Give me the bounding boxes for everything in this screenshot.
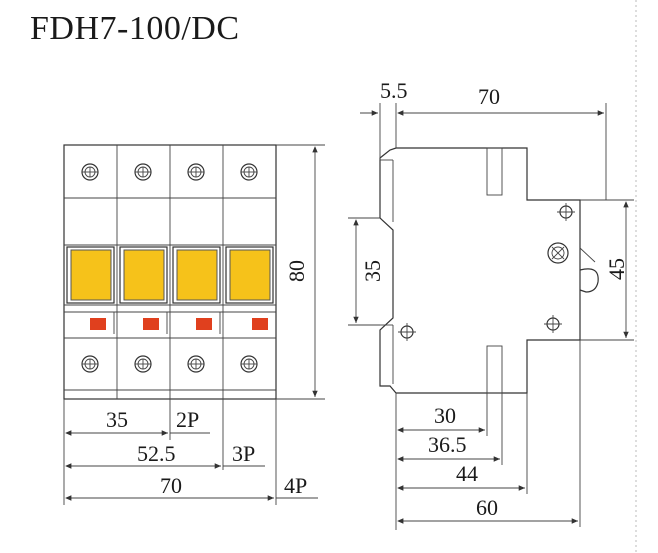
height-dimension: 80 [284, 260, 309, 282]
screw-icon [557, 203, 575, 221]
front-view: 80 35 2P 52.5 3P 70 4P [63, 144, 325, 505]
side-handle [579, 268, 599, 293]
label-2p: 2P [176, 407, 199, 432]
handle-pole-4 [229, 249, 271, 301]
terminal-screw-icon [240, 355, 258, 373]
terminal-screw-icon [187, 163, 205, 181]
indicator-pole-1 [90, 318, 106, 330]
dial-icon [547, 242, 569, 264]
width-3p-dimension: 52.5 [137, 441, 176, 466]
terminal-screw-icon [81, 163, 99, 181]
width-4p-dimension: 70 [160, 473, 182, 498]
indicator-pole-3 [196, 318, 212, 330]
terminal-screw-icon [187, 355, 205, 373]
dimension-44: 44 [456, 461, 478, 486]
side-profile [379, 147, 581, 394]
handle-pole-2 [123, 249, 165, 301]
terminal-screw-icon [134, 163, 152, 181]
terminal-screw-icon [240, 163, 258, 181]
right-height-dimension: 45 [604, 258, 629, 280]
label-3p: 3P [232, 441, 255, 466]
indicator-pole-2 [143, 318, 159, 330]
handle-pole-3 [176, 249, 218, 301]
diagram-title: FDH7-100/DC [30, 10, 240, 47]
dimension-36-5: 36.5 [428, 432, 467, 457]
label-4p: 4P [284, 473, 307, 498]
side-view: 5.5 70 35 45 30 36.5 44 60 [348, 78, 634, 530]
rail-height-dimension: 35 [360, 260, 385, 282]
handle-pole-1 [70, 249, 112, 301]
indicator-pole-4 [252, 318, 268, 330]
dimension-60: 60 [476, 495, 498, 520]
screw-icon [544, 315, 562, 333]
dimension-30: 30 [434, 403, 456, 428]
top-width-dimension: 70 [478, 84, 500, 109]
width-2p-dimension: 35 [106, 407, 128, 432]
screw-icon [398, 323, 416, 341]
top-offset-dimension: 5.5 [380, 78, 408, 103]
terminal-screw-icon [134, 355, 152, 373]
terminal-screw-icon [81, 355, 99, 373]
